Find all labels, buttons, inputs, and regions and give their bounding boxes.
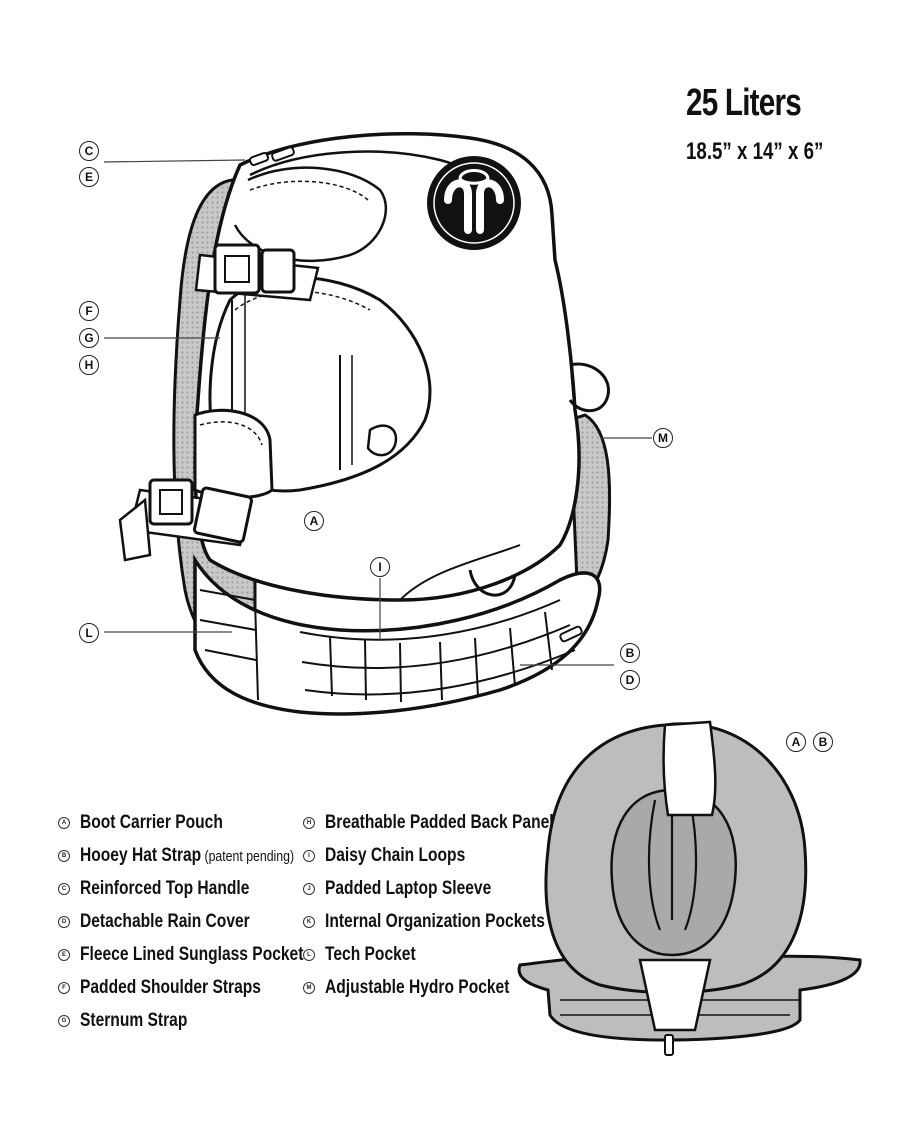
legend-note: (patent pending) bbox=[204, 848, 295, 865]
legend-key: I bbox=[303, 850, 315, 862]
callout-c: C bbox=[79, 141, 99, 161]
hooey-logo-icon bbox=[427, 156, 521, 250]
zipper-pull-icon bbox=[559, 625, 583, 643]
legend-item-j: J Padded Laptop Sleeve bbox=[303, 876, 528, 902]
legend-label: Hooey Hat Strap bbox=[80, 845, 202, 866]
back-channels bbox=[647, 799, 698, 931]
legend-label: Sternum Strap bbox=[80, 1010, 188, 1031]
legend-item-g: G Sternum Strap bbox=[58, 1008, 211, 1034]
hat-strap-loop bbox=[468, 569, 517, 597]
callout-l: L bbox=[79, 623, 99, 643]
breathable-back-pad bbox=[610, 788, 737, 957]
callout-g: G bbox=[79, 328, 99, 348]
legend-label: Reinforced Top Handle bbox=[80, 878, 250, 899]
daisy-chain-loops bbox=[199, 589, 576, 703]
callout-leaders bbox=[103, 159, 652, 666]
legend-label: Padded Laptop Sleeve bbox=[325, 878, 492, 899]
side-d-ring bbox=[568, 362, 610, 413]
callout-d: D bbox=[620, 670, 640, 690]
back-view-bottom-strap bbox=[638, 958, 712, 1032]
legend-key: L bbox=[303, 949, 315, 961]
legend-key: B bbox=[58, 850, 70, 862]
legend-item-i: I Daisy Chain Loops bbox=[303, 843, 496, 869]
legend-item-l: L Tech Pocket bbox=[303, 942, 436, 968]
legend-label: Breathable Padded Back Panel bbox=[325, 812, 554, 833]
legend-key: C bbox=[58, 883, 70, 895]
legend-key: K bbox=[303, 916, 315, 928]
callout-a: A bbox=[304, 511, 324, 531]
legend-label: Fleece Lined Sunglass Pocket bbox=[80, 944, 304, 965]
legend-key: M bbox=[303, 982, 315, 994]
callout-b: B bbox=[620, 643, 640, 663]
back-callout-b: B bbox=[813, 732, 833, 752]
callout-h: H bbox=[79, 355, 99, 375]
base-panel bbox=[193, 553, 602, 716]
legend-item-f: F Padded Shoulder Straps bbox=[58, 975, 301, 1001]
capacity-title: 25 Liters bbox=[686, 82, 802, 124]
legend-item-a: A Boot Carrier Pouch bbox=[58, 810, 254, 836]
legend-item-b: B Hooey Hat Strap(patent pending) bbox=[58, 843, 341, 869]
legend-item-h: H Breathable Padded Back Panel bbox=[303, 810, 604, 836]
legend-label: Adjustable Hydro Pocket bbox=[325, 977, 510, 998]
callout-i: I bbox=[370, 557, 390, 577]
legend-label: Boot Carrier Pouch bbox=[80, 812, 223, 833]
legend-key: H bbox=[303, 817, 315, 829]
callout-f: F bbox=[79, 301, 99, 321]
zipper-pull-icon bbox=[249, 146, 295, 166]
legend-label: Tech Pocket bbox=[325, 944, 416, 965]
zipper-pull-icon bbox=[664, 1034, 674, 1056]
legend-item-c: C Reinforced Top Handle bbox=[58, 876, 287, 902]
legend-item-e: E Fleece Lined Sunglass Pocket bbox=[58, 942, 352, 968]
legend-item-m: M Adjustable Hydro Pocket bbox=[303, 975, 550, 1001]
legend-key: J bbox=[303, 883, 315, 895]
legend-item-d: D Detachable Rain Cover bbox=[58, 909, 287, 935]
back-callout-a: A bbox=[786, 732, 806, 752]
legend-key: F bbox=[58, 982, 70, 994]
legend-label: Internal Organization Pockets bbox=[325, 911, 545, 932]
legend-key: A bbox=[58, 817, 70, 829]
callout-e: E bbox=[79, 167, 99, 187]
legend-label: Padded Shoulder Straps bbox=[80, 977, 261, 998]
legend-item-k: K Internal Organization Pockets bbox=[303, 909, 593, 935]
legend-label: Daisy Chain Loops bbox=[325, 845, 466, 866]
callout-m: M bbox=[653, 428, 673, 448]
back-view-top-handle bbox=[662, 720, 717, 817]
legend-key: D bbox=[58, 916, 70, 928]
legend-key: E bbox=[58, 949, 70, 961]
legend-label: Detachable Rain Cover bbox=[80, 911, 250, 932]
dimensions-text: 18.5” x 14” x 6” bbox=[686, 138, 824, 165]
legend-key: G bbox=[58, 1015, 70, 1027]
